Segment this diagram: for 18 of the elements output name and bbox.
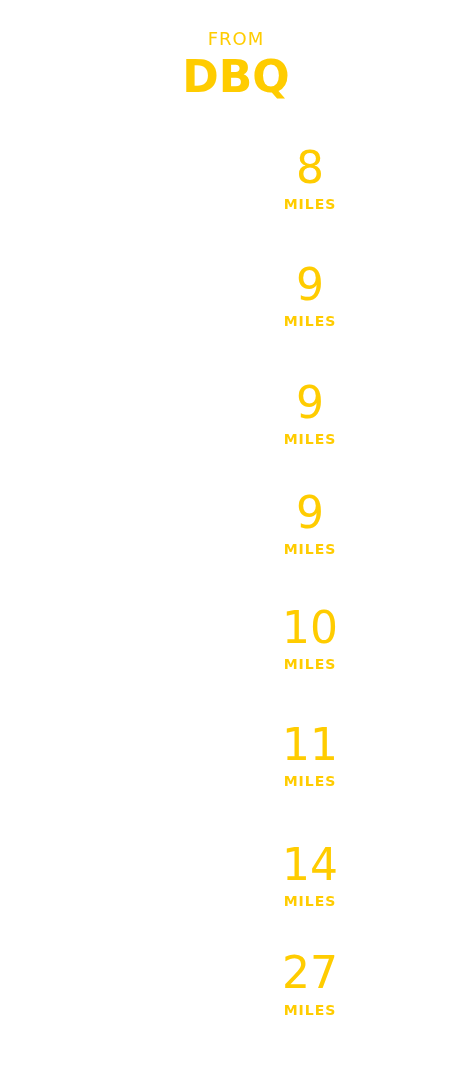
- heading-label: FROM: [207, 30, 265, 48]
- distance-value: 9: [296, 263, 324, 307]
- distance-value: 11: [282, 723, 338, 767]
- distance-value: 14: [282, 843, 338, 887]
- unit-label: MILES: [283, 657, 337, 671]
- unit-label: MILES: [283, 197, 337, 211]
- distance-value: 27: [282, 951, 338, 995]
- unit-label: MILES: [283, 1003, 337, 1017]
- distance-value: 8: [296, 146, 324, 190]
- unit-label: MILES: [283, 432, 337, 446]
- distance-value: 10: [282, 606, 338, 650]
- distance-value: 9: [296, 381, 324, 425]
- unit-label: MILES: [283, 314, 337, 328]
- place-code: DBQ: [182, 55, 290, 99]
- unit-label: MILES: [283, 894, 337, 908]
- distance-value: 9: [296, 491, 324, 535]
- unit-label: MILES: [283, 774, 337, 788]
- unit-label: MILES: [283, 542, 337, 556]
